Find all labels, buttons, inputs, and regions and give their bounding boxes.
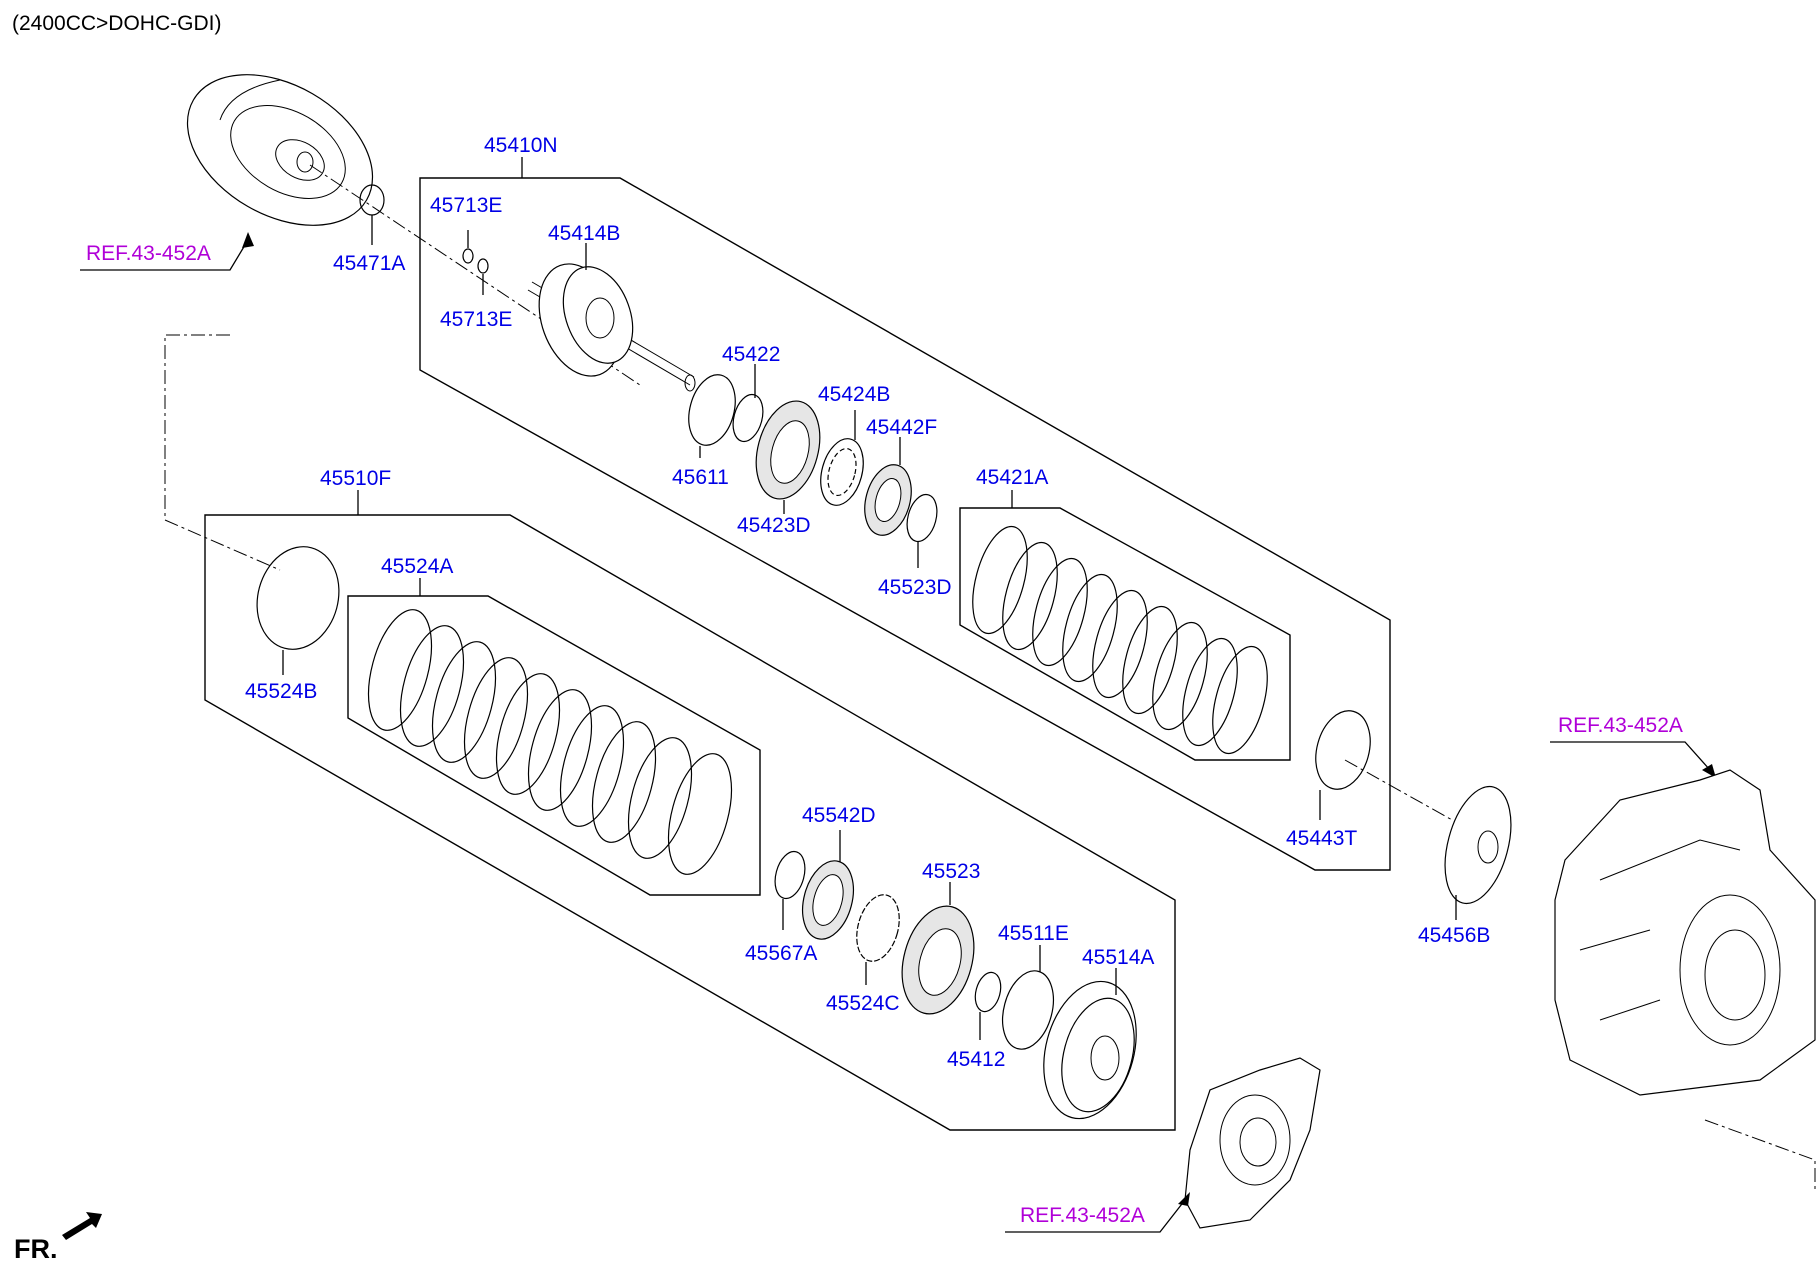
ref-leader-top-left [80, 239, 249, 271]
part-label-45713e-lower[interactable]: 45713E [440, 308, 512, 331]
part-label-45456b[interactable]: 45456B [1418, 924, 1490, 947]
part-45611-ring [688, 374, 736, 446]
part-label-45523d[interactable]: 45523D [878, 576, 952, 599]
centerline-case [1704, 1119, 1816, 1190]
centerline-right [1344, 759, 1471, 831]
part-45414b-shaft-gear [527, 263, 696, 392]
assembly-box-45410n [419, 177, 1391, 871]
transmission-case [1554, 769, 1816, 1096]
engine-spec-header: (2400CC>DOHC-GDI) [12, 12, 221, 35]
part-label-45611[interactable]: 45611 [672, 466, 729, 489]
part-45423d-seal [755, 400, 821, 500]
part-45542d-washer [802, 860, 854, 940]
part-45514a-drum [1043, 980, 1137, 1120]
part-45442f-washer [864, 464, 912, 536]
part-label-45424b[interactable]: 45424B [818, 383, 890, 406]
front-direction-arrow-icon [62, 1212, 102, 1240]
part-label-45713e-upper[interactable]: 45713E [430, 194, 502, 217]
clutch-plates-45524a [367, 609, 733, 875]
part-label-45410n[interactable]: 45410N [484, 134, 558, 157]
part-label-45523[interactable]: 45523 [922, 860, 980, 883]
part-45424b-bearing [820, 438, 864, 506]
centerline-left [164, 334, 281, 571]
arrow-icon [1702, 764, 1716, 778]
part-label-45421a[interactable]: 45421A [976, 466, 1048, 489]
ref-label-top-left[interactable]: REF.43-452A [86, 242, 211, 265]
clutch-pack-box-45421a [959, 507, 1291, 761]
ref-leader-right [1550, 741, 1711, 771]
part-label-45510f[interactable]: 45510F [320, 467, 391, 490]
clutch-pack-box-45524a [347, 595, 761, 896]
part-label-45443t[interactable]: 45443T [1286, 827, 1357, 850]
part-label-45524a[interactable]: 45524A [381, 555, 453, 578]
front-direction-label: FR. [14, 1234, 58, 1264]
arrow-icon [242, 232, 254, 248]
transmission-cover [1184, 1057, 1321, 1229]
assembly-box-45510f [204, 514, 1176, 1131]
clutch-plates-45421a [972, 525, 1268, 755]
torque-converter [186, 74, 374, 226]
part-label-45524b[interactable]: 45524B [245, 680, 317, 703]
part-label-45422[interactable]: 45422 [722, 343, 780, 366]
part-label-45514a[interactable]: 45514A [1082, 946, 1154, 969]
ref-leader-bottom [1005, 1199, 1186, 1233]
part-45443t-ring [1315, 710, 1371, 790]
part-label-45511e[interactable]: 45511E [998, 922, 1069, 945]
arrow-icon [1178, 1192, 1190, 1206]
part-45523-piston [901, 905, 975, 1015]
part-label-45524c[interactable]: 45524C [826, 992, 900, 1015]
part-label-45471a[interactable]: 45471A [333, 252, 405, 275]
part-label-45412[interactable]: 45412 [947, 1048, 1005, 1071]
part-label-45414b[interactable]: 45414B [548, 222, 620, 245]
part-45456b-gear [1444, 785, 1512, 905]
part-label-45567a[interactable]: 45567A [745, 942, 817, 965]
part-45524b-ring [256, 546, 340, 650]
ref-label-bottom[interactable]: REF.43-452A [1020, 1204, 1145, 1227]
part-label-45423d[interactable]: 45423D [737, 514, 811, 537]
part-label-45542d[interactable]: 45542D [802, 804, 876, 827]
part-label-45442f[interactable]: 45442F [866, 416, 937, 439]
ref-label-right[interactable]: REF.43-452A [1558, 714, 1683, 737]
